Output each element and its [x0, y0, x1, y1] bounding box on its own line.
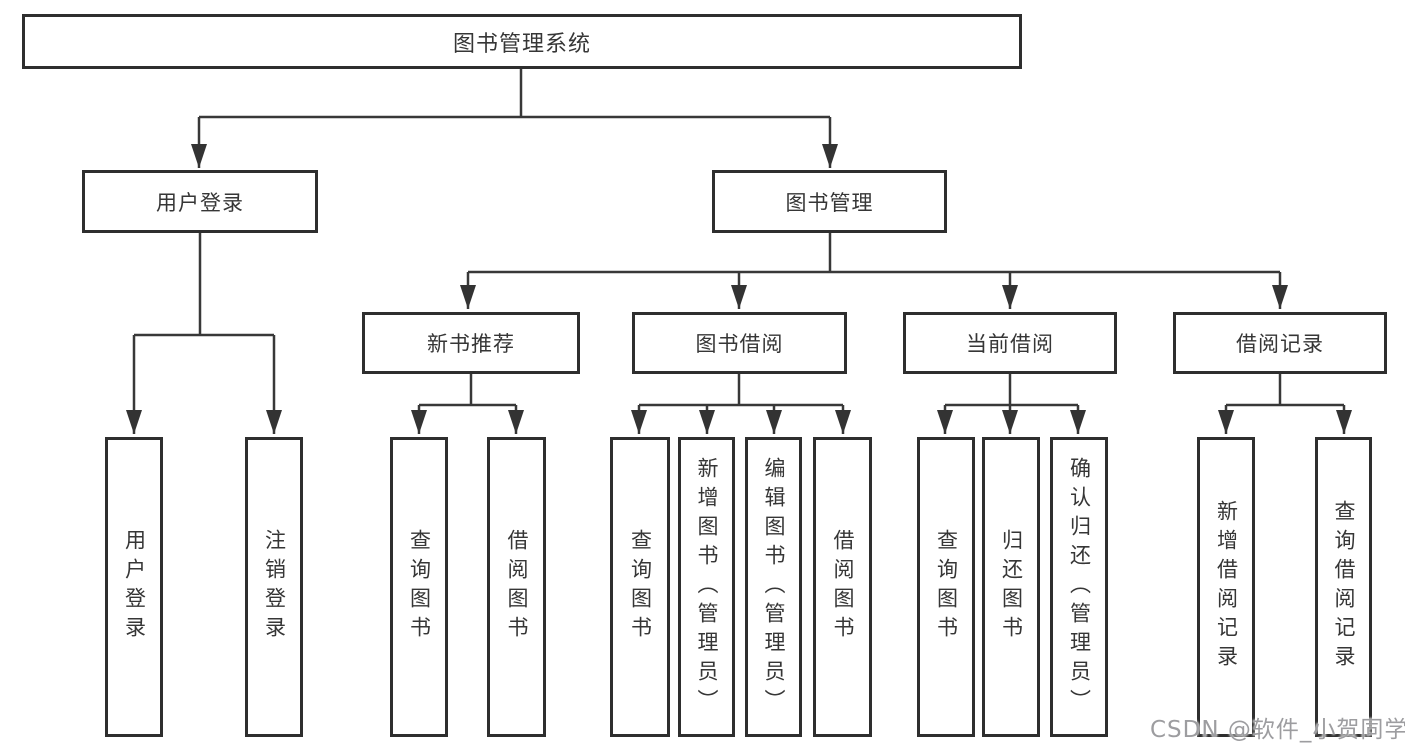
node-leaf-query-books-current: 查询图书: [917, 437, 975, 737]
node-leaf-logout-label: 注销登录: [262, 529, 287, 645]
node-leaf-return-books: 归还图书: [982, 437, 1040, 737]
node-leaf-borrow-books-recommend-label: 借阅图书: [505, 529, 529, 645]
node-leaf-query-borrow-record: 查询借阅记录: [1315, 437, 1372, 737]
node-new-book-recommendation-label: 新书推荐: [427, 332, 515, 356]
node-root-system: 图书管理系统: [22, 14, 1022, 69]
node-leaf-add-borrow-record: 新增借阅记录: [1197, 437, 1255, 737]
node-leaf-add-books-admin: 新增图书（管理员）: [678, 437, 735, 737]
node-leaf-user-login-label: 用户登录: [122, 529, 147, 645]
node-user-login-module: 用户登录: [82, 170, 318, 233]
node-book-borrowing: 图书借阅: [632, 312, 847, 374]
node-leaf-add-books-admin-label: 新增图书（管理员）: [695, 456, 719, 718]
node-leaf-query-borrow-record-label: 查询借阅记录: [1332, 500, 1356, 674]
node-new-book-recommendation: 新书推荐: [362, 312, 580, 374]
node-leaf-user-login: 用户登录: [105, 437, 163, 737]
node-leaf-query-books-borrow: 查询图书: [610, 437, 670, 737]
node-user-login-module-label: 用户登录: [156, 190, 244, 215]
node-current-borrowing: 当前借阅: [903, 312, 1117, 374]
node-leaf-add-borrow-record-label: 新增借阅记录: [1214, 500, 1239, 674]
node-leaf-edit-books-admin-label: 编辑图书（管理员）: [762, 456, 786, 718]
node-leaf-query-books-borrow-label: 查询图书: [628, 529, 653, 645]
node-book-management-module-label: 图书管理: [785, 190, 874, 215]
node-current-borrowing-label: 当前借阅: [966, 332, 1054, 356]
node-leaf-return-books-label: 归还图书: [999, 529, 1024, 645]
csdn-watermark: CSDN @软件_小贺同学: [1150, 717, 1405, 743]
node-leaf-edit-books-admin: 编辑图书（管理员）: [745, 437, 802, 737]
node-borrowing-records-label: 借阅记录: [1236, 332, 1324, 356]
node-book-borrowing-label: 图书借阅: [695, 332, 784, 356]
node-leaf-borrow-books: 借阅图书: [813, 437, 872, 737]
node-leaf-logout: 注销登录: [245, 437, 303, 737]
node-leaf-query-books-current-label: 查询图书: [934, 529, 959, 645]
node-leaf-borrow-books-label: 借阅图书: [831, 529, 855, 645]
node-borrowing-records: 借阅记录: [1173, 312, 1387, 374]
node-leaf-confirm-return-admin-label: 确认归还（管理员）: [1067, 456, 1092, 718]
node-leaf-borrow-books-recommend: 借阅图书: [487, 437, 546, 737]
node-root-system-label: 图书管理系统: [452, 31, 591, 57]
node-leaf-query-books-recommend-label: 查询图书: [407, 529, 432, 645]
node-book-management-module: 图书管理: [712, 170, 947, 233]
node-leaf-confirm-return-admin: 确认归还（管理员）: [1050, 437, 1108, 737]
node-leaf-query-books-recommend: 查询图书: [390, 437, 448, 737]
